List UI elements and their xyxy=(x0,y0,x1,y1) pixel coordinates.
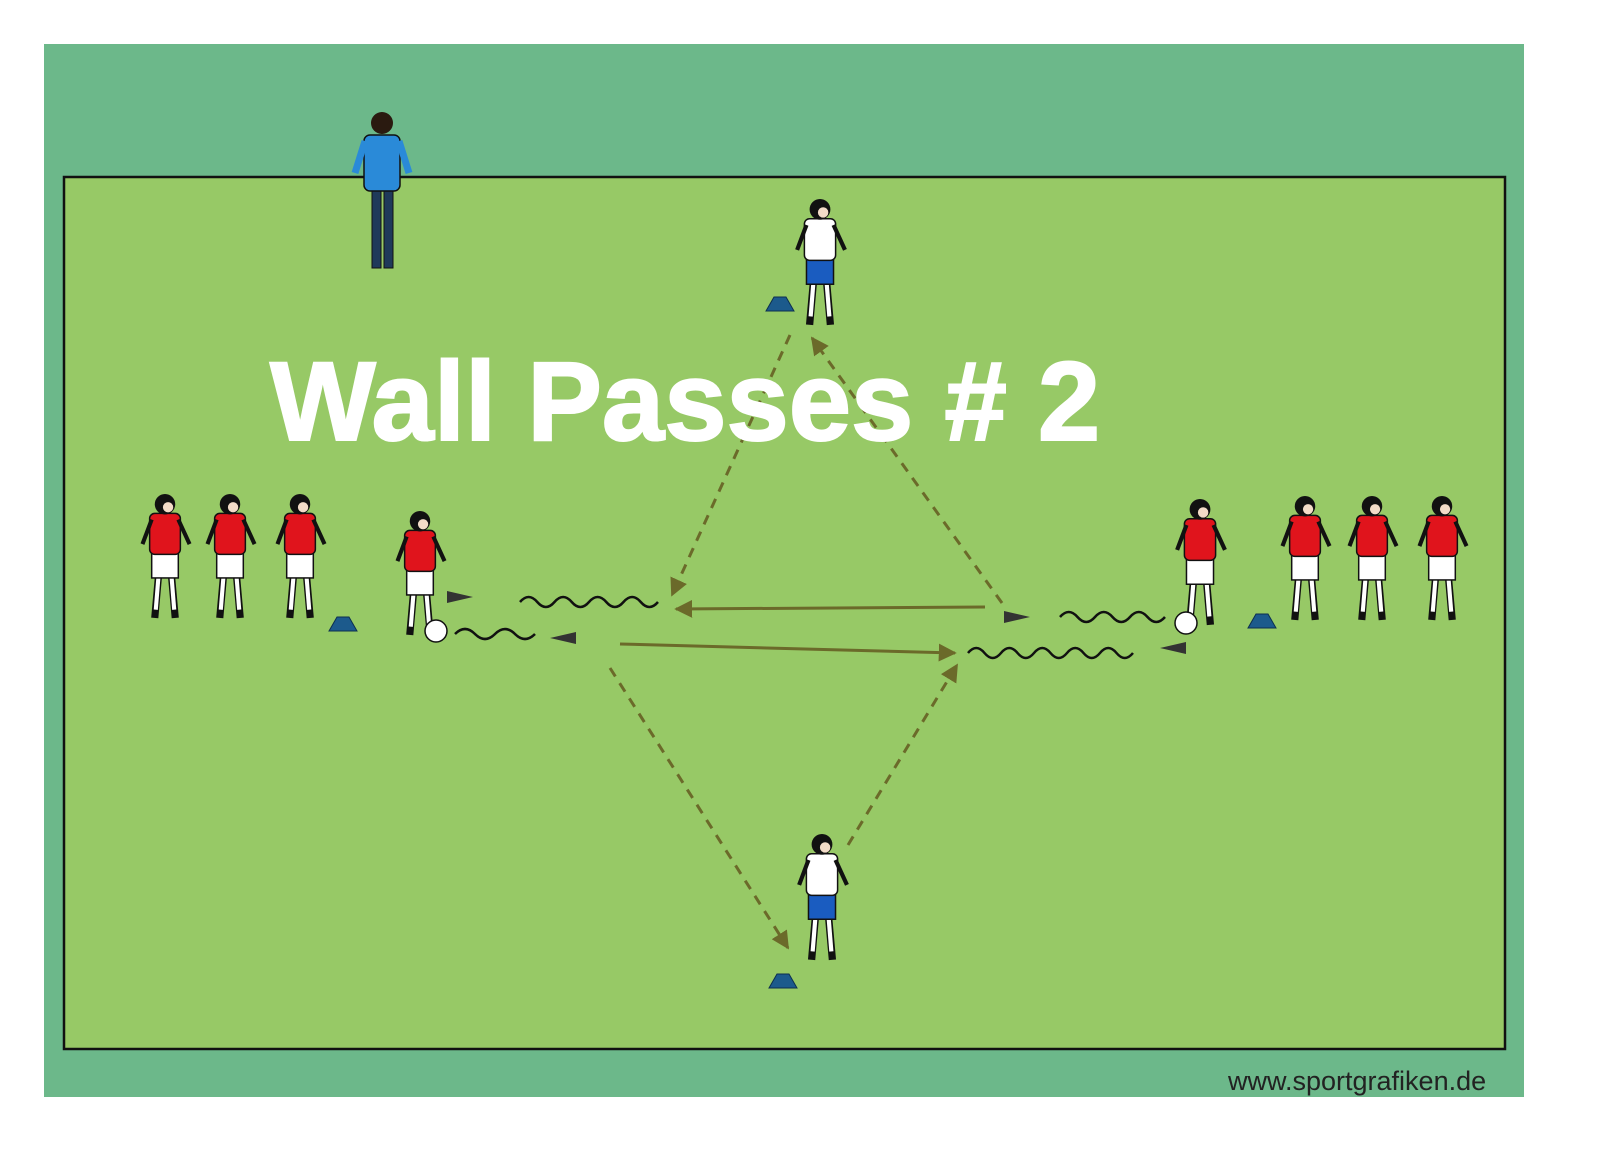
face xyxy=(1369,504,1381,515)
red-player-waiting xyxy=(1347,495,1399,621)
shorts xyxy=(807,891,837,920)
drill-title: Wall Passes # 2 xyxy=(270,339,1100,464)
shirt xyxy=(283,512,317,556)
face xyxy=(417,519,429,530)
arm xyxy=(1175,524,1189,551)
shirt xyxy=(403,529,437,573)
arm xyxy=(395,139,413,175)
wall-pass-arrow xyxy=(619,642,957,662)
red-player-active xyxy=(395,510,447,636)
ball-icon xyxy=(424,619,448,643)
red-player-waiting xyxy=(140,493,192,619)
arm xyxy=(1211,524,1227,551)
arm xyxy=(1280,520,1294,547)
dribble-path xyxy=(967,646,1134,660)
red-player-waiting xyxy=(205,493,257,619)
shirt xyxy=(1355,514,1389,558)
wall-player-top xyxy=(795,198,847,326)
arm xyxy=(431,535,447,563)
face xyxy=(162,502,174,513)
wall-player-bottom xyxy=(797,833,849,961)
arm xyxy=(275,518,289,545)
arm xyxy=(795,224,809,251)
cones xyxy=(328,296,1277,989)
dribble-path xyxy=(519,595,659,609)
ball-icon xyxy=(1174,611,1198,635)
pass-arrows xyxy=(608,334,1004,950)
arm xyxy=(797,859,811,886)
red-player-waiting xyxy=(1280,495,1332,621)
face xyxy=(817,207,829,218)
shorts xyxy=(405,567,435,596)
leg xyxy=(383,187,394,269)
head xyxy=(371,112,393,134)
face xyxy=(819,842,831,853)
coach-shirt xyxy=(363,134,401,192)
shorts xyxy=(1185,556,1215,585)
shirt xyxy=(1425,514,1459,558)
arm xyxy=(1316,520,1332,548)
field xyxy=(62,175,1507,1051)
cone-icon xyxy=(768,973,798,989)
face xyxy=(227,502,239,513)
shirt xyxy=(1288,514,1322,558)
arm xyxy=(1383,520,1399,548)
dribble-arrowhead-icon xyxy=(1160,642,1186,654)
shorts xyxy=(285,550,315,579)
dribble-path xyxy=(454,627,536,641)
red-player-waiting xyxy=(275,493,327,619)
coach xyxy=(351,112,413,269)
credit-watermark: www.sportgrafiken.de xyxy=(1227,1066,1486,1096)
dribble-path xyxy=(1059,610,1166,624)
dribble-paths xyxy=(447,591,1186,660)
face xyxy=(1197,507,1209,518)
face xyxy=(1302,504,1314,515)
arm xyxy=(176,518,192,546)
arm xyxy=(395,535,409,562)
through-pass-arrow xyxy=(670,334,792,597)
cone-icon xyxy=(1247,613,1277,629)
through-pass-arrow xyxy=(810,336,1004,604)
shorts xyxy=(1290,552,1320,581)
shirt xyxy=(803,217,837,262)
cone-icon xyxy=(765,296,795,312)
arm xyxy=(1417,520,1431,547)
shirt xyxy=(148,512,182,556)
arm xyxy=(205,518,219,545)
shorts xyxy=(1427,552,1457,581)
arm xyxy=(833,859,849,886)
face xyxy=(297,502,309,513)
players xyxy=(140,112,1469,961)
arm xyxy=(351,139,369,175)
arm xyxy=(140,518,154,545)
shorts xyxy=(215,550,245,579)
dribble-arrowhead-icon xyxy=(1004,611,1030,623)
dribble-arrowhead-icon xyxy=(550,632,576,644)
arm xyxy=(831,224,847,251)
arm xyxy=(241,518,257,546)
leg xyxy=(371,187,382,269)
shorts xyxy=(1357,552,1387,581)
arm xyxy=(1347,520,1361,547)
wall-pass-arrow xyxy=(674,599,986,618)
arm xyxy=(1453,520,1469,548)
shirt xyxy=(805,852,839,897)
dribble-arrowhead-icon xyxy=(447,591,473,603)
arm xyxy=(311,518,327,546)
red-player-waiting xyxy=(1417,495,1469,621)
face xyxy=(1439,504,1451,515)
cone-icon xyxy=(328,616,358,632)
shirt xyxy=(1183,517,1217,562)
through-pass-arrow xyxy=(608,667,790,950)
shorts xyxy=(150,550,180,579)
shirt xyxy=(213,512,247,556)
shorts xyxy=(805,256,835,285)
